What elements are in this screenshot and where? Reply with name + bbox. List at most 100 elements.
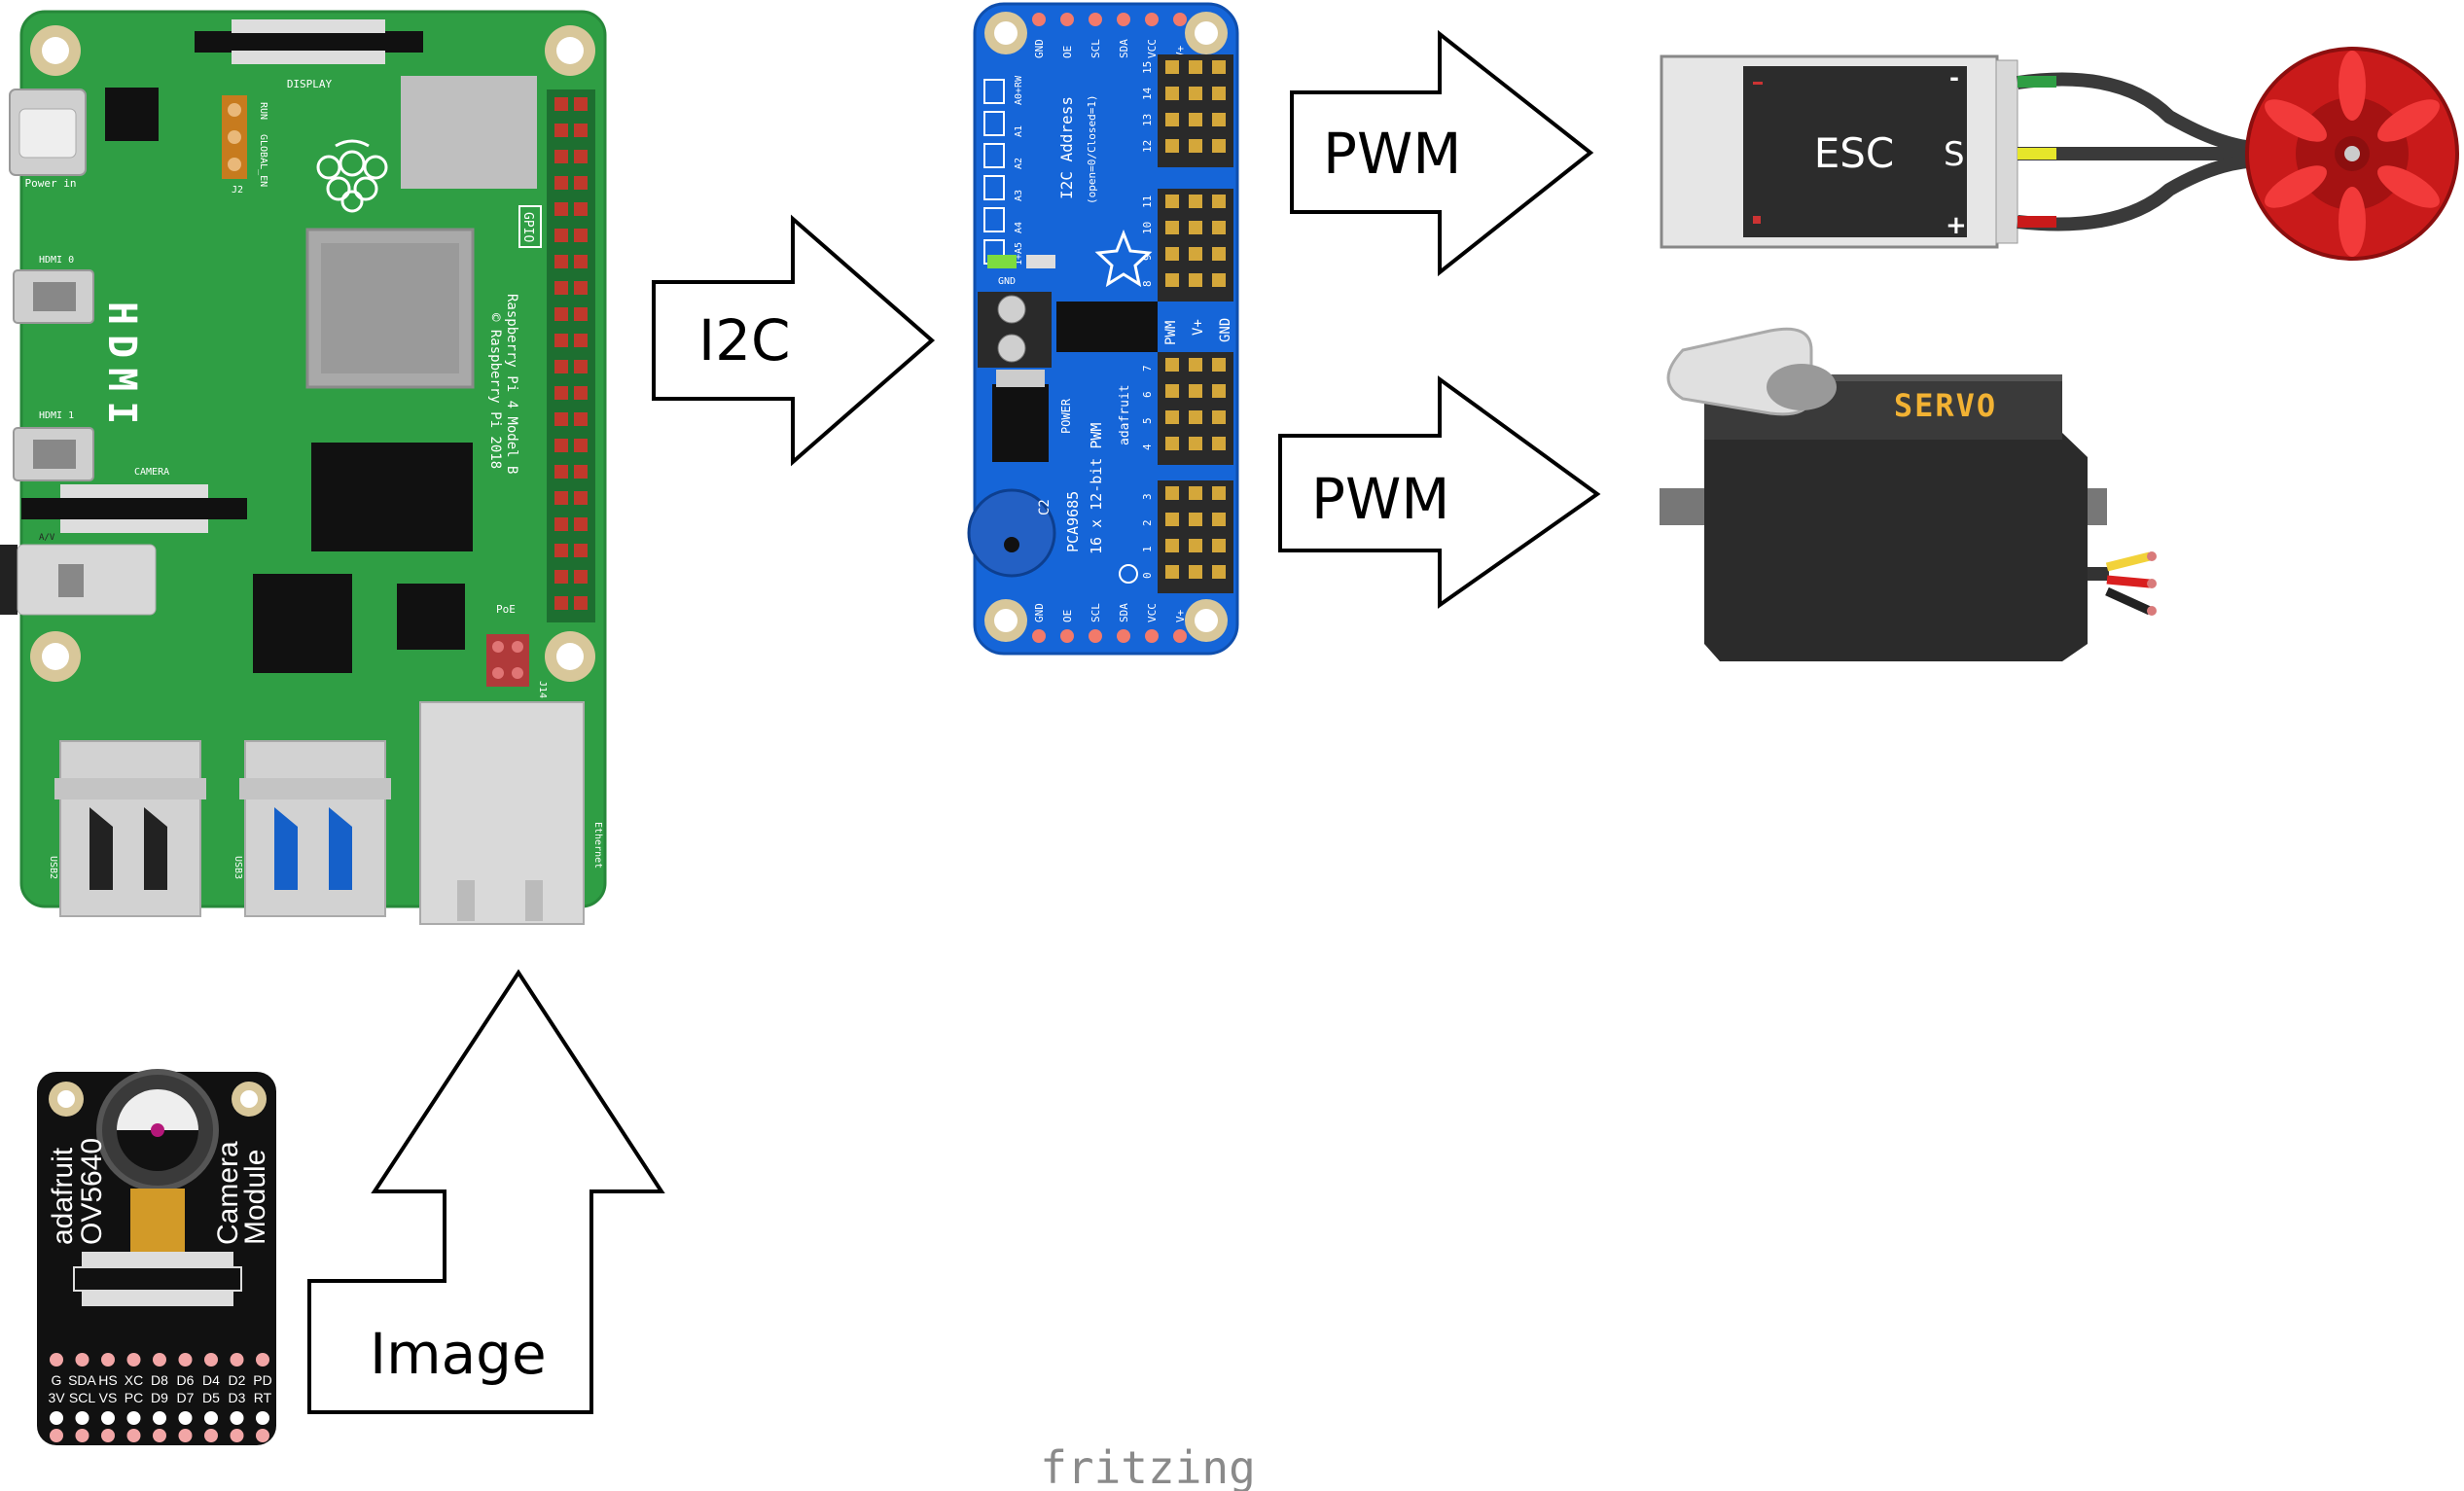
- pwm-channel-number: 7: [1141, 365, 1154, 372]
- pwm-header-pin: [1212, 87, 1226, 100]
- pwm-channel-number: 11: [1141, 195, 1154, 208]
- camera-pin: [127, 1411, 141, 1425]
- gpio-pin: [554, 229, 568, 242]
- gpio-pin: [554, 491, 568, 505]
- camera-pin: [101, 1411, 115, 1425]
- camera-pin: [231, 1429, 244, 1442]
- pwm-header-pin: [1212, 513, 1226, 526]
- pwm-header-pin: [1212, 539, 1226, 552]
- pwm-header-pin: [1189, 486, 1202, 500]
- camera-model: OV5640: [76, 1138, 108, 1245]
- pwm-arrow-bottom: PWM: [1280, 379, 1597, 605]
- ethernet-label: Ethernet: [592, 822, 603, 869]
- gpio-pin: [574, 334, 588, 347]
- camera-pin-label: 3V: [48, 1390, 65, 1405]
- pwm-channel-number: 13: [1141, 114, 1154, 126]
- pwm-header-pin: [1189, 113, 1202, 126]
- camera-pin: [204, 1429, 218, 1442]
- pwm-header-pin: [1189, 539, 1202, 552]
- pca9685-board: GNDOESCLSDAVCCV+ GNDOESCLSDAVCCV+ A0+RWA…: [969, 4, 1237, 654]
- gpio-pin: [574, 544, 588, 557]
- pwm-header-pin: [1189, 513, 1202, 526]
- camera-pin-label: D5: [202, 1390, 220, 1405]
- pca-bottom-pin-label: VCC: [1146, 603, 1159, 622]
- pwm-channel-number: 6: [1141, 391, 1154, 398]
- pwm-header-pin: [1189, 273, 1202, 287]
- gpio-pin: [574, 570, 588, 584]
- hdmi-big-label: HDMI: [99, 302, 144, 434]
- pwm-header-pin: [1212, 273, 1226, 287]
- usb2-port: USB2: [48, 741, 206, 916]
- pwm-header-pin: [1212, 221, 1226, 234]
- pwm-header-pin: [1189, 384, 1202, 398]
- esc-plus: +: [1946, 211, 1967, 240]
- esc-signal: S: [1944, 135, 1965, 174]
- gpio-pin: [554, 544, 568, 557]
- pwm-header-pin: [1212, 437, 1226, 450]
- gpio-pin: [574, 202, 588, 216]
- pwm-header-pin: [1189, 437, 1202, 450]
- pwm-header-pin: [1165, 195, 1179, 208]
- gpio-pin: [574, 229, 588, 242]
- camera-pin-label: D9: [151, 1390, 168, 1405]
- pi-model-line2: © Raspberry Pi 2018: [487, 313, 503, 469]
- gpio-pin: [574, 255, 588, 268]
- image-label: Image: [370, 1321, 547, 1387]
- camera-pin: [101, 1429, 115, 1442]
- gpio-pin: [554, 360, 568, 373]
- camera-pin-label: PC: [125, 1390, 143, 1405]
- gpio-pin: [554, 386, 568, 400]
- pwm-channel-number: 14: [1141, 87, 1154, 100]
- camera-pin: [76, 1353, 89, 1367]
- camera-pin: [179, 1429, 193, 1442]
- camera-pin: [256, 1411, 269, 1425]
- pca9685-chip: [1056, 302, 1158, 352]
- pwm-header-pin: [1165, 113, 1179, 126]
- gpio-pin: [554, 334, 568, 347]
- hdmi1-label: HDMI 1: [39, 410, 74, 421]
- gpio-pin: [554, 517, 568, 531]
- camera-pin: [179, 1411, 193, 1425]
- camera-pin: [204, 1411, 218, 1425]
- pwm-header-pin: [1165, 437, 1179, 450]
- camera-pin-label: D6: [177, 1372, 195, 1388]
- pca-header-gnd: GND: [1218, 318, 1233, 342]
- gpio-pin: [554, 465, 568, 479]
- camera-pin-label: D3: [229, 1390, 246, 1405]
- gpio-pin: [554, 307, 568, 321]
- pwm-header-pin: [1212, 195, 1226, 208]
- camera-connector: [21, 498, 247, 519]
- gpio-pin: [554, 124, 568, 137]
- pca-top-pin: [1032, 13, 1046, 26]
- pca-top-pin: [1060, 13, 1074, 26]
- camera-pin-label: HS: [98, 1372, 117, 1388]
- pca-addr-label: A0+RW: [1014, 75, 1024, 105]
- camera-pin: [153, 1411, 166, 1425]
- pwm-header-pin: [1165, 539, 1179, 552]
- pwm-header-pin: [1212, 384, 1226, 398]
- camera-pin: [256, 1353, 269, 1367]
- pwm-header-pin: [1165, 565, 1179, 579]
- pwm-header-pin: [1212, 358, 1226, 372]
- pca-top-pin-label: VCC: [1146, 39, 1159, 58]
- pwm-channel-number: 12: [1141, 140, 1154, 153]
- gpio-pin: [574, 412, 588, 426]
- j14-label: J14: [537, 681, 548, 698]
- camera-pin: [231, 1353, 244, 1367]
- pwm-channel-number: 0: [1141, 572, 1154, 579]
- pwm-channel-number: 1: [1141, 546, 1154, 552]
- pca-top-pin: [1089, 13, 1102, 26]
- poe-label: PoE: [496, 603, 516, 616]
- camera-pin-label: SCL: [69, 1390, 95, 1405]
- pwm-header-pin: [1165, 486, 1179, 500]
- camera-pin: [101, 1353, 115, 1367]
- camera-pin-label: XC: [125, 1372, 143, 1388]
- camera-pin-label: D2: [229, 1372, 246, 1388]
- gpio-pin: [554, 97, 568, 111]
- esc-label: ESC: [1814, 129, 1895, 177]
- pwm-header-pin: [1165, 358, 1179, 372]
- pwm-header-pin: [1212, 565, 1226, 579]
- display-label: DISPLAY: [287, 78, 333, 90]
- camera-pin: [231, 1411, 244, 1425]
- pwm-header-pin: [1189, 221, 1202, 234]
